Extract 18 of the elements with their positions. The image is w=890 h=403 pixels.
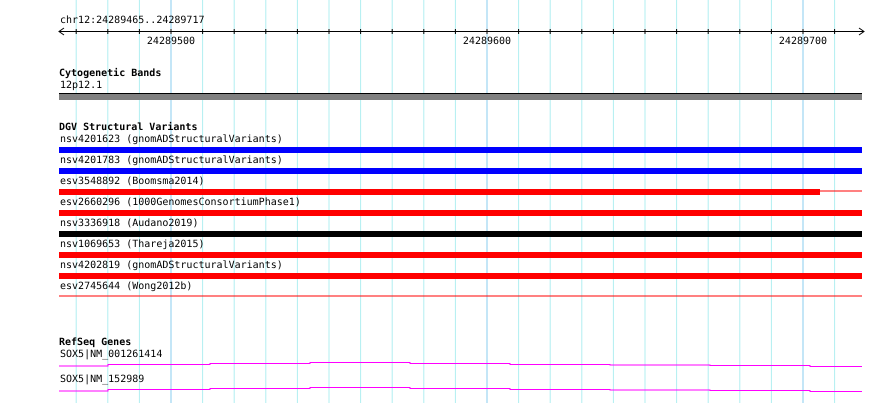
variant-label: esv2745644 (Wong2012b) [60, 281, 192, 293]
variant-label: nsv4201623 (gnomADStructuralVariants) [60, 134, 283, 146]
variant-label: nsv1069653 (Thareja2015) [60, 239, 204, 251]
coordinate-range: chr12:24289465..24289717 [60, 15, 204, 27]
variant-label: nsv4202819 (gnomADStructuralVariants) [60, 260, 283, 272]
track-title: DGV Structural Variants [59, 122, 198, 134]
track-title: Cytogenetic Bands [59, 68, 162, 80]
tick-label: 24289500 [146, 36, 196, 48]
gene-label: SOX5|NM_152989 [60, 374, 144, 386]
band-label: 12p12.1 [60, 80, 102, 92]
variant-label: nsv3336918 (Audano2019) [60, 218, 198, 230]
tick-label: 24289600 [462, 36, 512, 48]
gene-label: SOX5|NM_001261414 [60, 349, 162, 361]
tick-label: 24289700 [778, 36, 828, 48]
variant-label: nsv4201783 (gnomADStructuralVariants) [60, 155, 283, 167]
track-title: RefSeq Genes [59, 337, 132, 349]
variant-label: esv3548892 (Boomsma2014) [60, 176, 204, 188]
variant-label: esv2660296 (1000GenomesConsortiumPhase1) [60, 197, 301, 209]
